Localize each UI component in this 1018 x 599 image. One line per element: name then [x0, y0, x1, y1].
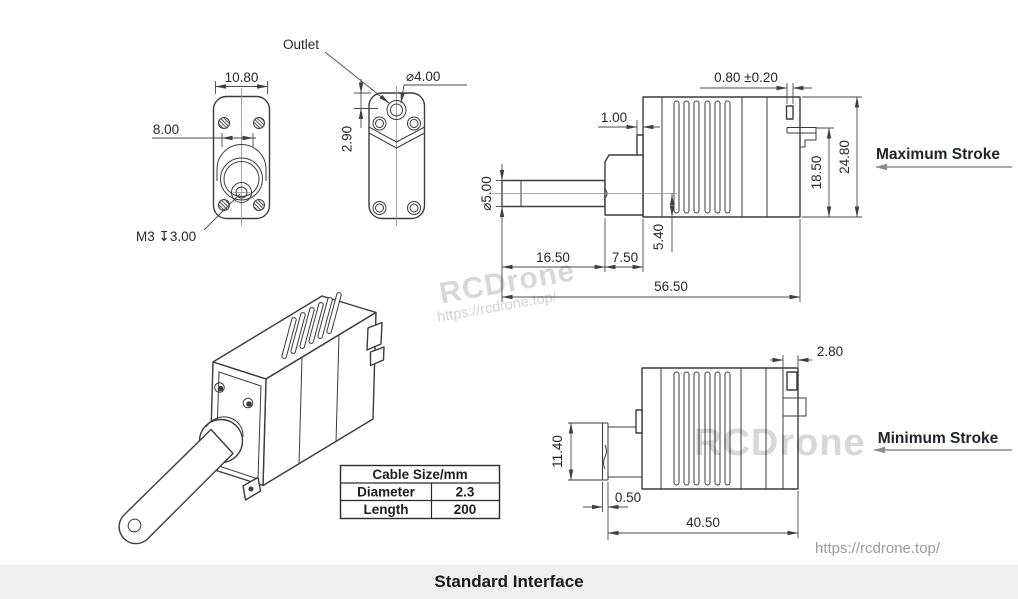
dim-front-width-text: 10.80 — [225, 70, 259, 85]
outlet-port — [386, 100, 407, 120]
min-rod-retracted — [568, 422, 642, 481]
iso-screw-holes — [214, 382, 254, 409]
outlet-label-text: Outlet — [283, 37, 319, 52]
cable-table-header: Cable Size/mm — [372, 467, 467, 482]
dim-rod-diameter: ⌀5.00 — [479, 164, 506, 302]
max-rod — [501, 154, 644, 216]
front-view-screw-holes — [218, 117, 265, 211]
dim-connector-text: 1.00 — [601, 110, 627, 125]
cable-table-row-value: 200 — [454, 502, 477, 517]
dim-overall-length-text: 56.50 — [654, 279, 688, 294]
dim-sensor-tab-text: 0.80 ±0.20 — [714, 70, 778, 85]
dim-rod-axis-height: 5.40 — [651, 193, 675, 252]
dim-front-slot-text: 8.00 — [153, 122, 179, 137]
drawing-title: Standard Interface — [434, 572, 584, 591]
dim-body-length-text: 40.50 — [686, 515, 720, 530]
outlet-diameter-text: ⌀4.00 — [406, 69, 440, 84]
dim-plate-thickness: 0.50 — [583, 482, 641, 540]
max-end-latch — [786, 127, 817, 148]
top-view: Outlet ⌀4.00 2.90 — [283, 37, 467, 226]
dim-rod-axis-height-text: 5.40 — [651, 224, 666, 250]
dim-rod-length-text: 16.50 — [536, 250, 570, 265]
dim-tip-offset-text: 2.80 — [817, 344, 843, 359]
cable-table-row-label: Diameter — [357, 485, 416, 500]
iso-rod-bore — [127, 518, 142, 533]
minimum-stroke-callout: Minimum Stroke — [873, 430, 1012, 454]
dim-nut-length-text: 7.50 — [612, 250, 638, 265]
front-view-bearing-circles — [220, 157, 263, 203]
iso-collar-and-rod — [118, 416, 244, 545]
dim-sensor-tab: 0.80 ±0.20 — [700, 70, 812, 104]
iso-latch — [366, 321, 385, 367]
cable-table-row-label: Length — [364, 502, 409, 517]
max-cooling-fins — [673, 100, 731, 214]
dim-outlet-offset-text: 2.90 — [340, 126, 355, 152]
dim-tip-offset: 2.80 — [770, 344, 843, 371]
cable-table-row-value: 2.3 — [456, 485, 475, 500]
outlet-diameter-callout: ⌀4.00 — [400, 69, 467, 104]
dim-overall-length: 56.50 — [501, 219, 801, 302]
min-cooling-fins — [673, 371, 731, 486]
dim-body-height-text: 24.80 — [837, 140, 852, 174]
dim-outlet-offset: 2.90 — [340, 79, 378, 152]
dim-slider-height-text: 18.50 — [809, 156, 824, 190]
min-end-latch — [782, 368, 807, 489]
iso-foot — [242, 476, 262, 501]
dim-plate-height-text: 11.40 — [550, 435, 565, 468]
top-view-holes — [372, 116, 421, 215]
dim-front-width: 10.80 — [215, 70, 268, 94]
iso-fins — [281, 292, 342, 359]
top-view-chevrons — [368, 126, 425, 149]
front-view: 10.80 8.00 M3 ↧3.00 — [136, 70, 271, 244]
iso-rod — [118, 428, 234, 545]
dim-plate-height: 11.40 — [550, 422, 574, 481]
watermark-url-bottom: https://rcdrone.top/ — [815, 540, 941, 557]
outlet-callout: Outlet — [283, 37, 390, 104]
min-connector-tab — [635, 409, 643, 434]
dim-plate-thickness-text: 0.50 — [615, 490, 641, 505]
minimum-stroke-text: Minimum Stroke — [878, 430, 999, 447]
side-view-min-stroke: 2.80 11.40 0.50 40.50 Minimum Stroke — [550, 344, 1012, 540]
front-view-arch — [216, 144, 267, 181]
max-body-outline — [642, 96, 801, 218]
side-view-max-stroke: 0.80 ±0.20 1.00 ⌀5.00 5.40 — [479, 70, 1012, 302]
dim-rod-length: 16.50 7.50 — [501, 218, 644, 272]
footer-title-bar: Standard Interface — [0, 565, 1018, 599]
thread-note: M3 ↧3.00 — [136, 193, 241, 244]
isometric-view — [118, 292, 385, 545]
dim-connector: 1.00 — [598, 110, 660, 136]
dim-rod-diameter-text: ⌀5.00 — [479, 176, 494, 210]
drawing-svg: 10.80 8.00 M3 ↧3.00 — [118, 37, 1012, 545]
dim-front-slot: 8.00 — [152, 122, 256, 147]
maximum-stroke-text: Maximum Stroke — [876, 146, 1000, 163]
max-rod-nut — [604, 154, 644, 216]
watermark-brand-right: RCDrone — [694, 422, 866, 464]
max-sensor-tab — [785, 105, 794, 120]
maximum-stroke-callout: Maximum Stroke — [875, 146, 1012, 171]
dim-heights: 18.50 24.80 — [802, 96, 862, 218]
cable-size-table: Cable Size/mm Diameter 2.3 Length 200 — [339, 464, 501, 520]
dim-body-length: 40.50 — [607, 491, 799, 538]
thread-note-text: M3 ↧3.00 — [136, 229, 196, 244]
